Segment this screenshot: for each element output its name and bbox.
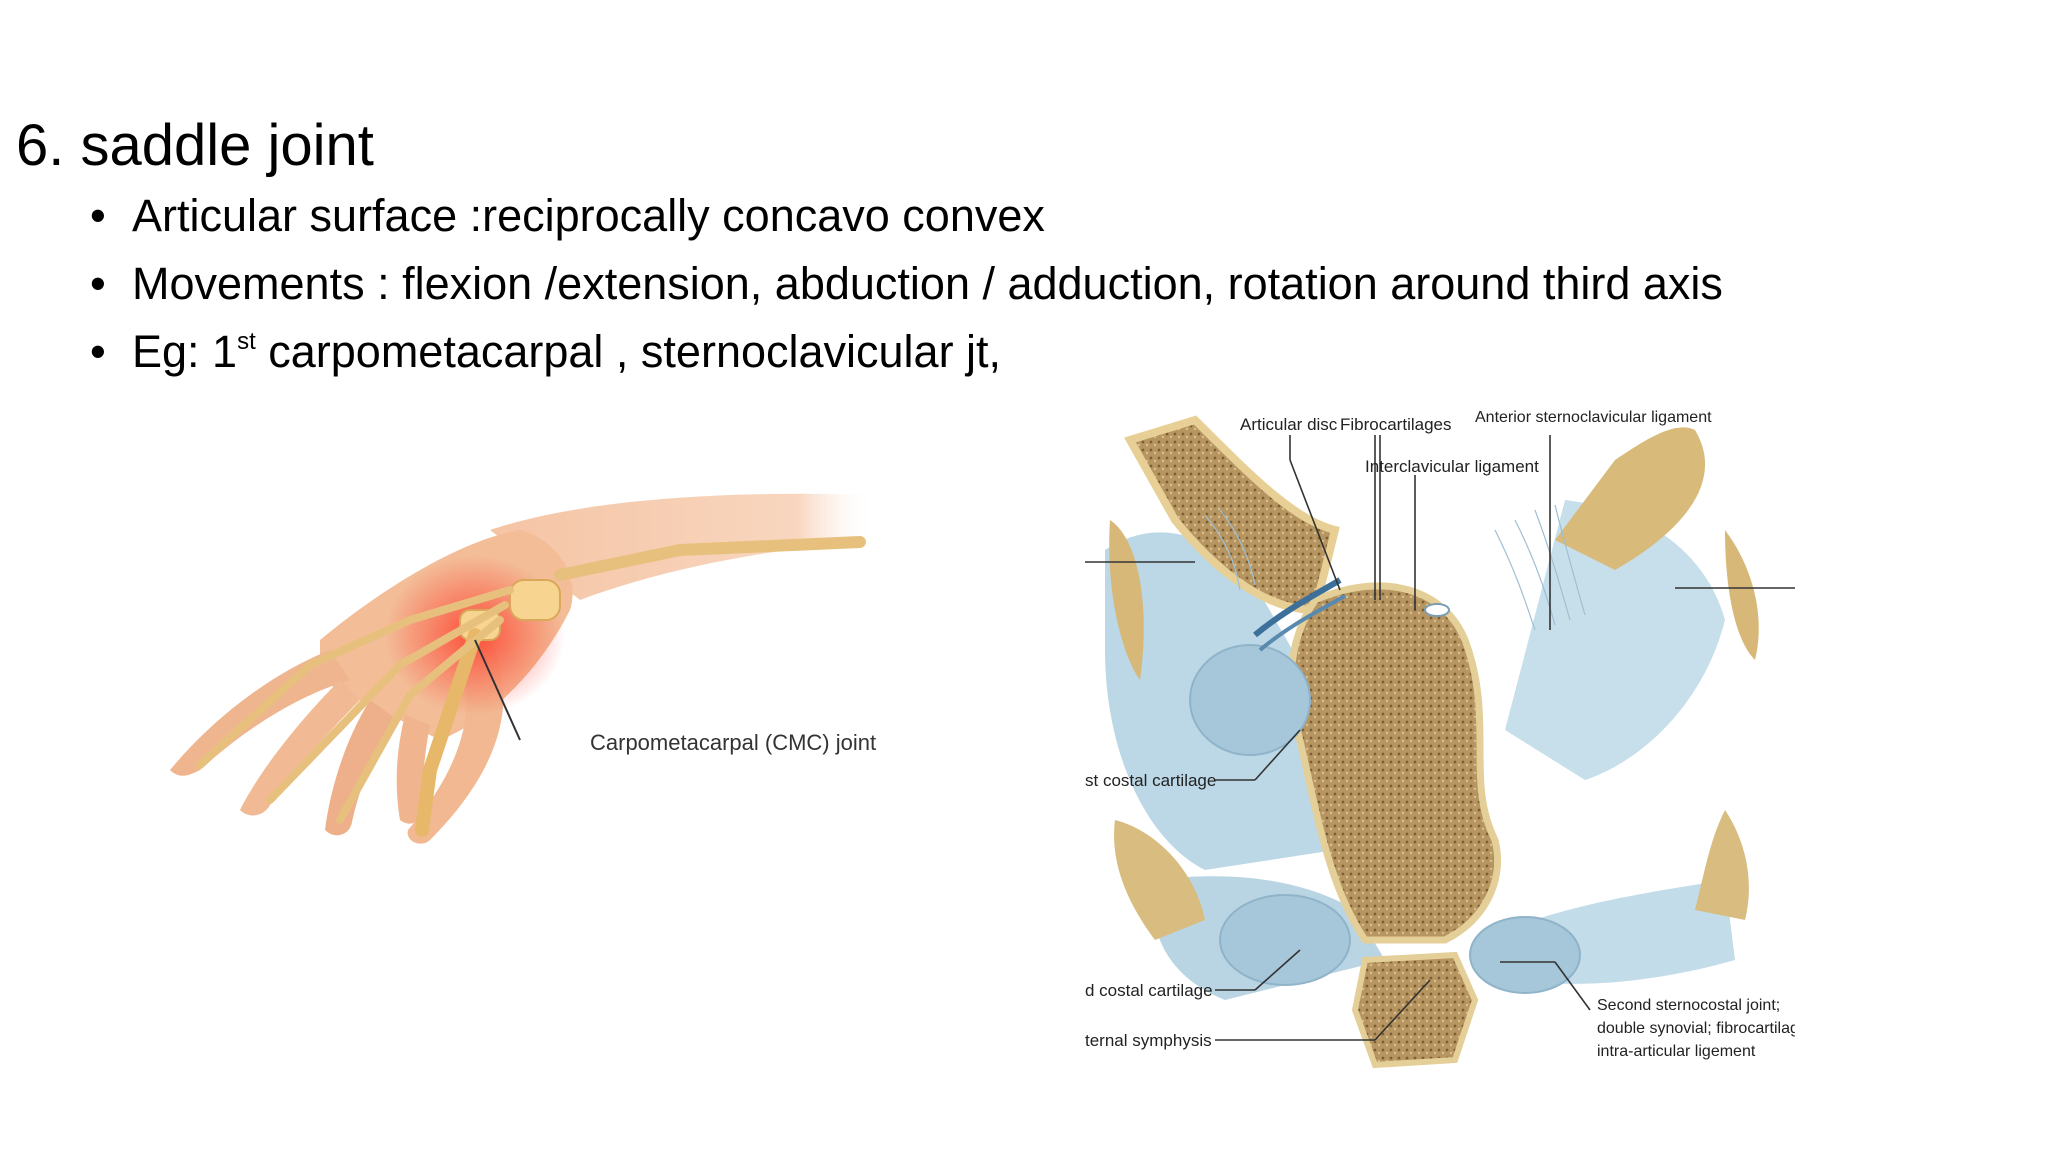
bullet-item: • Articular surface :reciprocally concav…	[90, 188, 1840, 244]
bullet-text-pre: Eg: 1	[132, 326, 238, 377]
hand-cmc-illustration: Carpometacarpal (CMC) joint	[160, 470, 900, 890]
right-rib-lower	[1695, 810, 1749, 920]
bullet-item: • Eg: 1st carpometacarpal , sternoclavic…	[90, 324, 1840, 380]
hand-illustration-svg: Carpometacarpal (CMC) joint	[170, 493, 876, 844]
label-fibrocartilages: Fibrocartilages	[1340, 415, 1452, 434]
anterior-ligament-fibers	[1204, 504, 1586, 631]
label-first-costal: st costal cartilage	[1085, 771, 1216, 790]
articular-disc	[1258, 594, 1346, 652]
second-costal-cartilage	[1219, 894, 1351, 986]
slide-title: 6. saddle joint	[16, 113, 374, 178]
bullet-superscript: st	[237, 328, 256, 355]
left-rib	[1109, 520, 1144, 680]
right-clavicle	[1555, 427, 1706, 570]
right-second-cartilage	[1469, 916, 1581, 994]
label-second-joint: Second sternocostal joint;	[1597, 997, 1780, 1014]
right-rib	[1725, 530, 1759, 660]
label-second-joint: intra-articular ligement	[1597, 1043, 1756, 1060]
label-articular-disc: Articular disc	[1240, 415, 1338, 434]
bullet-dot-icon: •	[90, 190, 106, 241]
sterno-illustration-svg: Articular disc Fibrocartilages Anterior …	[1085, 409, 1799, 1069]
bullet-dot-icon: •	[90, 258, 106, 309]
bullet-text-post: carpometacarpal , sternoclavicular jt,	[255, 326, 1002, 377]
sternoclavicular-illustration: Articular disc Fibrocartilages Anterior …	[1085, 400, 1799, 1080]
label-anterior-ligament: Anterior sternoclavicular ligament	[1475, 409, 1712, 426]
hand-bones	[196, 536, 866, 837]
label-second-joint: double synovial; fibrocartilag	[1597, 1020, 1795, 1037]
costal-cartilage-region	[1505, 500, 1725, 780]
bullet-list: • Articular surface :reciprocally concav…	[90, 188, 1840, 392]
manubrium	[1287, 582, 1502, 944]
bullet-text: Movements : flexion /extension, abductio…	[132, 258, 1723, 309]
finger-shape	[240, 680, 360, 816]
label-second-costal: d costal cartilage	[1085, 981, 1213, 1000]
left-clavicle	[1124, 415, 1340, 615]
label-interclavicular: Interclavicular ligament	[1365, 457, 1539, 476]
sternal-body	[1351, 951, 1479, 1069]
articular-disc	[1253, 577, 1342, 638]
first-costal-cartilage	[1189, 644, 1311, 756]
hand-leader-line	[474, 639, 521, 741]
hand-label: Carpometacarpal (CMC) joint	[590, 730, 876, 755]
left-rib-lower	[1114, 820, 1205, 940]
finger-shape	[325, 700, 395, 836]
bullet-text: Articular surface :reciprocally concavo …	[132, 190, 1045, 241]
leader-lines	[1085, 435, 1795, 1041]
bullet-item: • Movements : flexion /extension, abduct…	[90, 256, 1840, 312]
bullet-dot-icon: •	[90, 326, 106, 377]
jugular-notch	[1424, 603, 1450, 617]
label-sternal-symphysis: ternal symphysis	[1085, 1031, 1212, 1050]
